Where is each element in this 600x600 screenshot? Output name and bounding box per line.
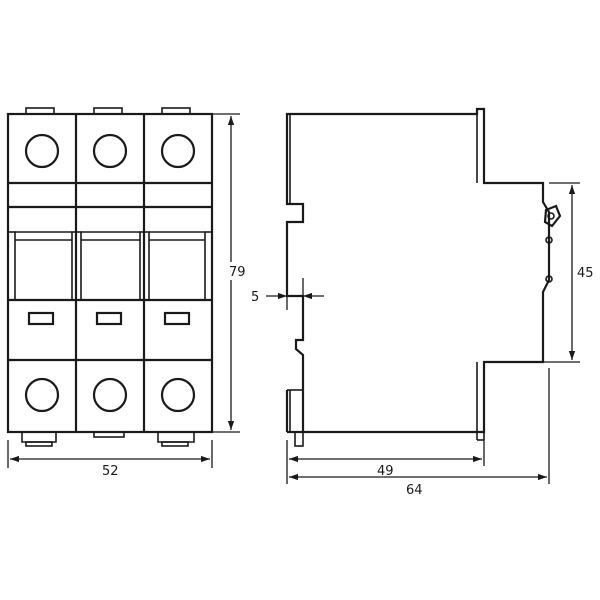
label-5: 5 [251,290,259,305]
dimension-front-width: 52 [7,440,213,479]
dimension-rail-offset: 5 [251,278,324,310]
label-52: 52 [102,464,119,479]
dimension-front-height: 79 [212,113,248,433]
top-terminal-screws [24,133,196,169]
front-view [6,107,214,447]
side-view [285,107,562,447]
breaker-body-front [6,112,214,434]
bottom-terminal-screws [24,377,196,413]
bottom-clips [21,431,195,447]
toggle-handle [543,204,562,283]
dimension-side-depth-64: 64 [289,368,550,498]
label-64: 64 [406,483,423,498]
label-79: 79 [229,265,246,280]
toggle-bars [7,231,213,301]
label-45: 45 [577,266,594,281]
indicator-windows [27,311,191,326]
breaker-body-side [285,107,551,434]
dimension-side-height: 45 [543,182,598,363]
